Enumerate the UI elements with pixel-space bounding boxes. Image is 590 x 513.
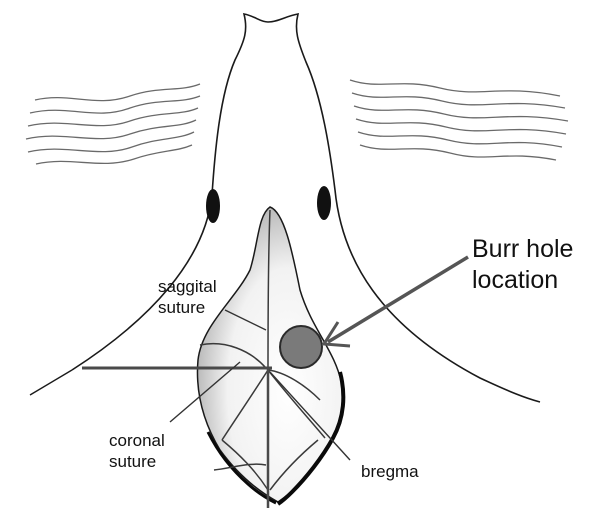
- burr-hole: [280, 326, 322, 368]
- coronal-suture-label: coronal suture: [109, 430, 165, 472]
- coronal-label-line2: suture: [109, 451, 165, 472]
- bregma-label-text: bregma: [361, 461, 419, 482]
- burr-hole-label-line1: Burr hole: [472, 234, 573, 265]
- whiskers-right: [350, 80, 568, 160]
- coronal-label-line1: coronal: [109, 430, 165, 451]
- right-eye: [317, 186, 331, 220]
- left-eye: [206, 189, 220, 223]
- burr-hole-label: Burr hole location: [472, 234, 573, 296]
- burr-hole-label-line2: location: [472, 265, 573, 296]
- head-lower-left: [30, 370, 72, 395]
- bregma-label: bregma: [361, 461, 419, 482]
- saggital-label-line2: suture: [158, 297, 217, 318]
- saggital-label-line1: saggital: [158, 276, 217, 297]
- whiskers-left: [26, 84, 200, 164]
- saggital-suture-label: saggital suture: [158, 276, 217, 318]
